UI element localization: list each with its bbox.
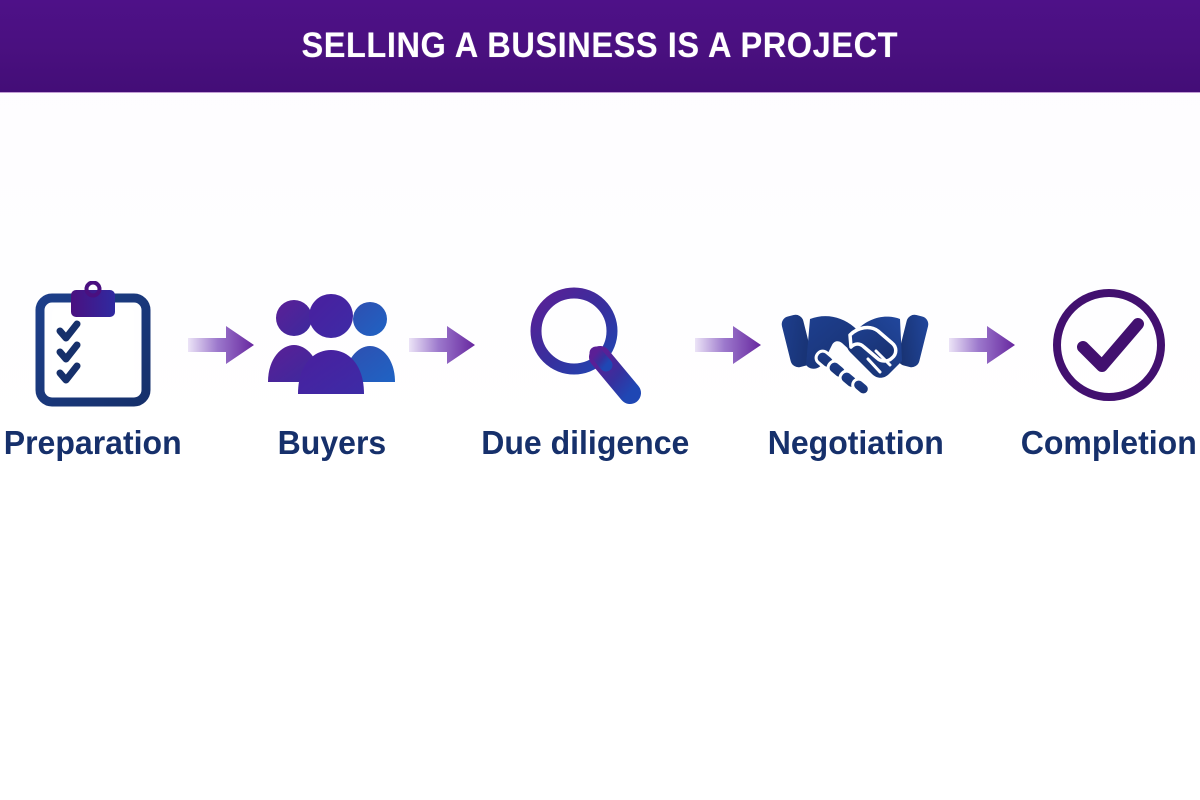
arrow-right-icon	[406, 280, 478, 410]
arrow-right-icon	[185, 280, 257, 410]
flow-step-label: Completion	[1021, 424, 1198, 461]
flow-step-label: Buyers	[277, 424, 386, 461]
people-group-icon	[266, 280, 398, 410]
process-flow: Preparation	[0, 280, 1200, 480]
flow-step-buyers: Buyers	[257, 280, 405, 462]
page-title: SELLING A BUSINESS IS A PROJECT	[301, 26, 899, 65]
flow-step-due-diligence: Due diligence	[478, 280, 693, 462]
clipboard-checklist-icon	[29, 280, 157, 410]
handshake-icon	[780, 280, 930, 410]
check-circle-icon	[1050, 280, 1168, 410]
arrow-right-icon	[692, 280, 764, 410]
flow-step-completion: Completion	[1018, 280, 1200, 462]
flow-step-label: Preparation	[3, 424, 182, 461]
arrow-right-icon	[946, 280, 1018, 410]
flow-step-negotiation: Negotiation	[764, 280, 946, 462]
header-banner: SELLING A BUSINESS IS A PROJECT	[0, 0, 1200, 92]
magnifying-glass-icon	[524, 280, 646, 410]
flow-step-label: Due diligence	[481, 424, 690, 461]
flow-step-label: Negotiation	[767, 424, 944, 461]
flow-step-preparation: Preparation	[0, 280, 185, 462]
